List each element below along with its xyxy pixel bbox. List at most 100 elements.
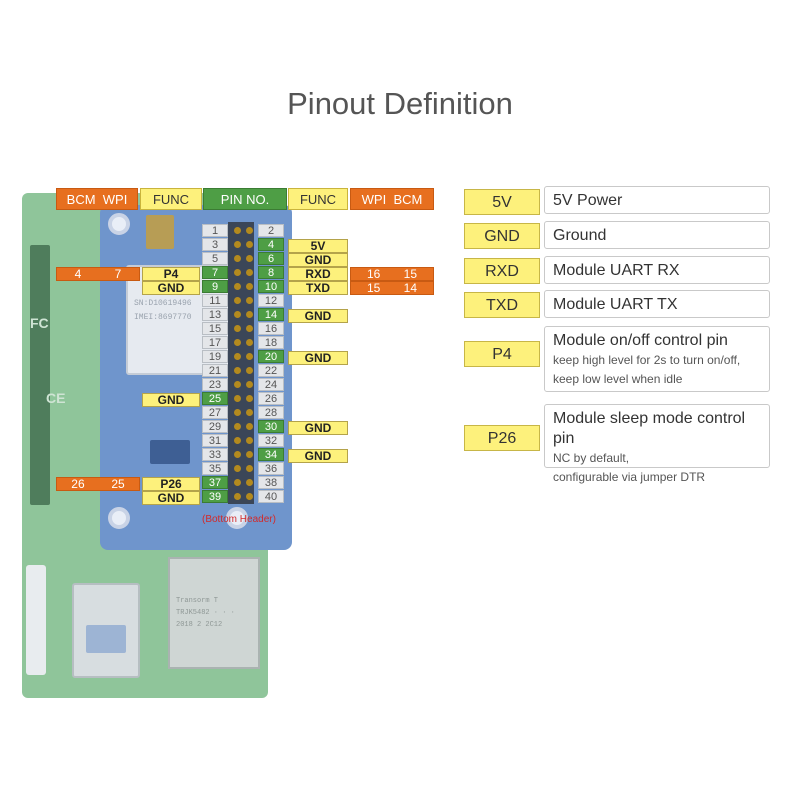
pin-21-contact: [234, 367, 241, 374]
pin7-bcm-wpi: 4 7: [56, 267, 140, 281]
bottom-header-label: (Bottom Header): [202, 514, 276, 525]
pin-header-connector: [228, 222, 254, 504]
pin-23: 23: [202, 378, 228, 391]
pin-40: 40: [258, 490, 284, 503]
board-edge-connector: [26, 565, 46, 675]
legend-desc-gnd: Ground: [544, 221, 770, 249]
pin7-func: P4: [142, 267, 200, 281]
mount-hole-br: [226, 507, 248, 529]
pin-32-contact: [246, 437, 253, 444]
legend-key-p26: P26: [464, 425, 540, 451]
module-sn: SN:D10619496: [134, 299, 192, 308]
pin-11: 11: [202, 294, 228, 307]
header-wpi-bcm-right: WPI BCM: [350, 188, 434, 210]
pin-10-contact: [246, 283, 253, 290]
pin-11-contact: [234, 297, 241, 304]
legend-main-text: Module on/off control pin: [553, 332, 728, 349]
pin-14: 14: [258, 308, 284, 321]
pin-12-contact: [246, 297, 253, 304]
pin-27-contact: [234, 409, 241, 416]
legend-key-gnd: GND: [464, 223, 540, 249]
pin-3-contact: [234, 241, 241, 248]
legend-main-text: Module UART TX: [553, 296, 678, 313]
pin-35-contact: [234, 465, 241, 472]
pin-36-contact: [246, 465, 253, 472]
ethernet-port: [168, 557, 260, 669]
pin-7-contact: [234, 269, 241, 276]
pin-8: 8: [258, 266, 284, 279]
pin-5: 5: [202, 252, 228, 265]
pin-14-contact: [246, 311, 253, 318]
pin-10: 10: [258, 280, 284, 293]
pin-37: 37: [202, 476, 228, 489]
pin-2-contact: [246, 227, 253, 234]
legend-key-txd: TXD: [464, 292, 540, 318]
pin30-func: GND: [288, 421, 348, 435]
pin-23-contact: [234, 381, 241, 388]
pin20-func: GND: [288, 351, 348, 365]
pin-8-contact: [246, 269, 253, 276]
pin4-func: 5V: [288, 239, 348, 253]
pin-9-contact: [234, 283, 241, 290]
pin-38-contact: [246, 479, 253, 486]
pin-29: 29: [202, 420, 228, 433]
pin-24-contact: [246, 381, 253, 388]
pin-29-contact: [234, 423, 241, 430]
pin-4-contact: [246, 241, 253, 248]
pin-16-contact: [246, 325, 253, 332]
pin10-func: TXD: [288, 281, 348, 295]
pin37-func: P26: [142, 477, 200, 491]
legend-sub-text: configurable via jumper DTR: [553, 470, 706, 484]
pin-20: 20: [258, 350, 284, 363]
pin8-wpi-bcm: 16 15: [350, 267, 434, 281]
pin-27: 27: [202, 406, 228, 419]
pin-33-contact: [234, 451, 241, 458]
pin-18-contact: [246, 339, 253, 346]
legend-desc-txd: Module UART TX: [544, 290, 770, 318]
usb-port-1: [72, 583, 140, 678]
header-pin-no: PIN NO.: [203, 188, 287, 210]
pin-37-contact: [234, 479, 241, 486]
pin9-func: GND: [142, 281, 200, 295]
pin-4: 4: [258, 238, 284, 251]
module-imei: IMEI:8697770: [134, 313, 192, 322]
pin-40-contact: [246, 493, 253, 500]
pin-13: 13: [202, 308, 228, 321]
pin-5-contact: [234, 255, 241, 262]
mount-hole-tl: [108, 213, 130, 235]
pin-19: 19: [202, 350, 228, 363]
pin-15-contact: [234, 325, 241, 332]
pin-1: 1: [202, 224, 228, 237]
pin-6-contact: [246, 255, 253, 262]
legend-main-text: Ground: [553, 227, 607, 244]
module-chip: [150, 440, 190, 464]
pin-6: 6: [258, 252, 284, 265]
legend-main-text: Module sleep mode control pin: [553, 410, 746, 447]
legend-key-p4: P4: [464, 341, 540, 367]
pin-17: 17: [202, 336, 228, 349]
pin-17-contact: [234, 339, 241, 346]
ce-logo: CE: [46, 390, 66, 406]
pin-7: 7: [202, 266, 228, 279]
pin-31: 31: [202, 434, 228, 447]
legend-desc-5v: 5V Power: [544, 186, 770, 214]
fc-logo: FC: [30, 315, 49, 331]
pin-2: 2: [258, 224, 284, 237]
pin-34: 34: [258, 448, 284, 461]
legend-key-rxd: RXD: [464, 258, 540, 284]
pin39-func: GND: [142, 491, 200, 505]
pin-38: 38: [258, 476, 284, 489]
page-title: Pinout Definition: [287, 86, 513, 121]
pin-32: 32: [258, 434, 284, 447]
pin-28-contact: [246, 409, 253, 416]
pin-36: 36: [258, 462, 284, 475]
legend-main-text: Module UART RX: [553, 262, 680, 279]
pin-21: 21: [202, 364, 228, 377]
pin-13-contact: [234, 311, 241, 318]
pin-1-contact: [234, 227, 241, 234]
pin-24: 24: [258, 378, 284, 391]
pin-31-contact: [234, 437, 241, 444]
legend-desc-rxd: Module UART RX: [544, 256, 770, 284]
